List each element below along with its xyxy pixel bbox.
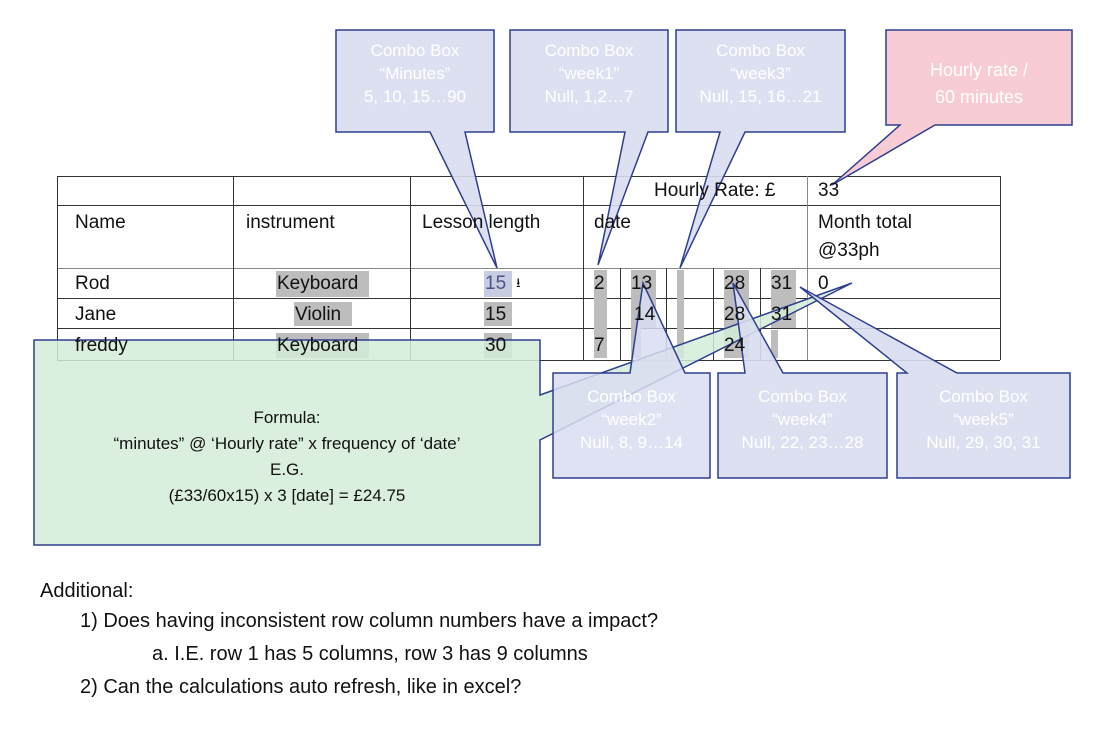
note-question-1: 1) Does having inconsistent row column n… [80, 610, 659, 632]
callout-line: “week2” [601, 410, 662, 429]
callout-hourly-text: Hourly rate / 60 minutes [886, 57, 1072, 111]
week2-combo[interactable]: 14 [634, 304, 656, 325]
callout-formula-text: Formula: “minutes” @ ‘Hourly rate” x fre… [34, 405, 540, 509]
callout-line: (£33/60x15) x 3 [date] = £24.75 [168, 486, 406, 505]
callout-line: “week5” [953, 410, 1014, 429]
minutes-combo[interactable]: 15 [485, 304, 507, 325]
callout-formula [33, 282, 853, 546]
week4-combo[interactable]: 28 [724, 273, 746, 294]
callout-week4 [717, 282, 888, 479]
callout-line: Combo Box [544, 41, 634, 60]
callout-line: Null, 29, 30, 31 [926, 433, 1041, 452]
callout-line: Hourly rate / [929, 60, 1029, 80]
callout-line: 5, 10, 15…90 [363, 87, 467, 106]
callout-line: E.G. [269, 460, 304, 479]
header-date: date [594, 212, 631, 233]
week4-combo[interactable]: 24 [724, 335, 746, 356]
callout-minutes-text: Combo Box “Minutes” 5, 10, 15…90 [336, 39, 494, 108]
callout-line: Combo Box [939, 387, 1028, 406]
week1-combo[interactable]: 7 [594, 335, 605, 356]
callout-week3-text: Combo Box “week3” Null, 15, 16…21 [676, 39, 845, 108]
callout-line: Combo Box [758, 387, 847, 406]
callout-line: Combo Box [370, 41, 460, 60]
callout-week3 [675, 29, 846, 269]
hourly-rate-value[interactable]: 33 [818, 180, 840, 201]
callout-line: “week3” [730, 64, 791, 83]
header-month-total: Month total [818, 212, 912, 233]
week1-combo[interactable]: 2 [594, 273, 605, 294]
callout-line: “Minutes” [379, 64, 451, 83]
header-instrument: instrument [246, 212, 335, 233]
instrument-field[interactable]: Violin [295, 304, 342, 325]
callout-line: Formula: [253, 408, 321, 427]
note-question-1a: a. I.E. row 1 has 5 columns, row 3 has 9… [152, 643, 588, 665]
callout-line: “week4” [772, 410, 833, 429]
callout-line: 60 minutes [934, 87, 1024, 107]
month-total-value: 0 [818, 273, 829, 294]
arrow-down-icon[interactable]: ⭳ [516, 275, 521, 290]
callout-week4-text: Combo Box “week4” Null, 22, 23…28 [718, 385, 887, 454]
header-lesson-length: Lesson length [422, 212, 541, 233]
note-question-2: 2) Can the calculations auto refresh, li… [80, 676, 522, 698]
callout-week5-text: Combo Box “week5” Null, 29, 30, 31 [897, 385, 1070, 454]
instrument-field[interactable]: Keyboard [277, 273, 359, 294]
week4-combo[interactable]: 28 [724, 304, 746, 325]
week5-combo[interactable]: 31 [771, 273, 793, 294]
callout-week2-text: Combo Box “week2” Null, 8, 9…14 [553, 385, 710, 454]
instrument-field[interactable]: Keyboard [277, 335, 359, 356]
callout-line: Combo Box [716, 41, 805, 60]
week5-combo[interactable]: 31 [771, 304, 793, 325]
header-month-total-rate: @33ph [818, 240, 880, 261]
callout-week2 [552, 280, 711, 479]
row-name: freddy [75, 335, 128, 356]
callout-minutes [335, 29, 498, 269]
notes-heading: Additional: [40, 580, 134, 602]
callout-hourly [831, 29, 1073, 186]
callout-line: Null, 8, 9…14 [580, 433, 683, 452]
row-name: Jane [75, 304, 117, 325]
minutes-combo[interactable]: 15 [485, 273, 507, 294]
hourly-rate-label: Hourly Rate: £ [654, 180, 776, 201]
callout-line: “week1” [558, 64, 620, 83]
minutes-combo[interactable]: 30 [485, 335, 507, 356]
callout-line: Null, 15, 16…21 [699, 87, 822, 106]
week2-combo[interactable]: 13 [631, 273, 653, 294]
callout-week1 [509, 29, 669, 266]
callout-week5 [799, 286, 1071, 479]
callout-line: Null, 1,2…7 [544, 87, 634, 106]
header-name: Name [75, 212, 126, 233]
row-name: Rod [75, 273, 110, 294]
callout-line: “minutes” @ ‘Hourly rate” x frequency of… [113, 434, 461, 453]
callout-line: Null, 22, 23…28 [741, 433, 864, 452]
callout-week1-text: Combo Box “week1” Null, 1,2…7 [510, 39, 668, 108]
callout-line: Combo Box [587, 387, 676, 406]
